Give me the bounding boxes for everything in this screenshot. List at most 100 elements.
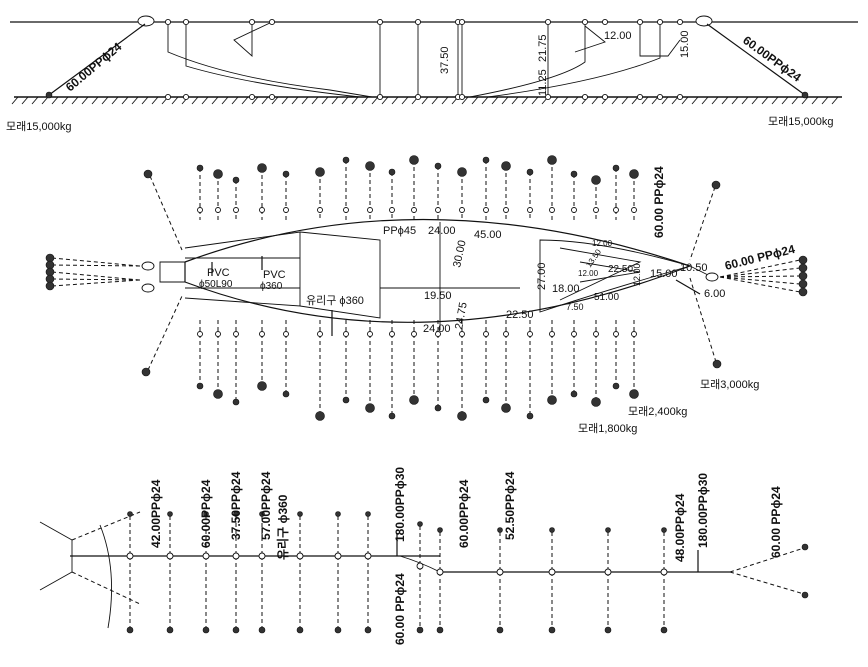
dropper-down-anchor [258,626,266,634]
hatch-tick [751,96,759,105]
net-right-end [639,22,681,57]
hatch-tick [831,96,839,105]
hatch-tick [461,96,469,105]
hatch-tick [481,96,489,105]
top-float [549,207,555,213]
hatch-tick [471,96,479,105]
top-anchor [482,156,490,164]
side-sand-right-label: 모래15,000kg [768,115,834,128]
dropper-up-anchor [605,527,611,533]
label-7-50: 7.50 [566,302,584,312]
right-chamber [539,239,692,313]
float-ring [182,18,190,26]
top-anchor [232,176,240,184]
hatch-tick [71,96,79,105]
left-diag-down [71,571,141,605]
hatch-tick [151,96,159,105]
profile-droppers [126,511,668,634]
side-mooring-left-label: 60.00PPϕ24 [63,39,125,94]
label-45: 45.00 [474,229,502,241]
hatch-tick [791,96,799,105]
top-float [259,207,265,213]
cod-end-float [705,272,719,282]
hatch-tick [491,96,499,105]
hatch-tick [681,96,689,105]
top-anchor [570,170,578,178]
mooring-right-far-label: 60.00 PPϕ24 [723,242,796,273]
bottom-anchor [629,389,639,399]
float-ring [268,18,276,26]
buoy-left [137,15,155,27]
dropper-down-anchor [202,626,210,634]
hatch-tick [61,96,69,105]
hatch-tick [171,96,179,105]
bottom-anchor [196,382,204,390]
label-22-50-b: 22.50 [608,264,633,275]
rope-float [202,552,210,560]
top-anchor [342,156,350,164]
hatch-tick [801,96,809,105]
dropper-down-anchor [660,626,668,634]
dropper-up-anchor [661,527,667,533]
bottom-float [527,331,533,337]
right-diag-up [729,547,805,573]
float-ring [636,18,644,26]
hatch-tick [691,96,699,105]
top-float [631,207,637,213]
hatch-tick [561,96,569,105]
label-12-b: 12.00 [592,239,613,248]
profile-label-180b: 180.00PPϕ30 [696,473,710,548]
plan-left-mooring-lines [45,253,155,293]
bottom-float [631,331,637,337]
net-outline-right-lower [487,22,661,98]
top-anchor [315,167,325,177]
bottom-anchor [501,403,511,413]
rope-float [436,568,444,576]
diag-top-left-anchor [143,169,153,179]
top-anchor [629,169,639,179]
float-ring [581,18,589,26]
top-anchor [526,168,534,176]
dropper-up-anchor [127,511,133,517]
bottom-float [367,331,373,337]
bottom-float [459,331,465,337]
hatch-tick [371,96,379,105]
hatch-tick [701,96,709,105]
dropper-up-anchor [437,527,443,533]
dropper-down-anchor [232,626,240,634]
anchor-left [45,91,53,99]
right-mooring-anchor [798,279,808,289]
hatch-tick [821,96,829,105]
profile-label-60d: 60.00 PPϕ24 [393,573,407,645]
sinker-ring [182,93,190,101]
float-ring [544,18,552,26]
hatch-tick [301,96,309,105]
rope-float [604,568,612,576]
net-left-bag [233,21,273,58]
diag-top-left [149,175,183,251]
label-15: 15.00 [650,268,678,280]
hatch-tick [291,96,299,105]
hatch-tick [281,96,289,105]
right-mooring-anchor [798,263,808,273]
hatch-tick [31,96,39,105]
dim-11-25: 11.25 [537,69,549,96]
net-left-wall [185,22,361,98]
bottom-float [317,331,323,337]
float-ring [414,18,422,26]
hatch-tick [191,96,199,105]
rope-float [496,568,504,576]
float-ring [656,18,664,26]
dropper-down-anchor [496,626,504,634]
hatch-tick [621,96,629,105]
mooring-line-right [706,23,806,96]
mooring-line-left [48,23,146,96]
pvc2-label-a: PVC [263,269,286,281]
diag-bottom-right-anchor [712,359,722,369]
label-22-50: 22.50 [506,309,534,321]
hatch-tick [251,96,259,105]
bottom-anchor [547,395,557,405]
float-ring [676,18,684,26]
profile-label-48: 48.00PPϕ24 [673,493,687,562]
profile-label-60a: 60.00PPϕ24 [199,479,213,548]
